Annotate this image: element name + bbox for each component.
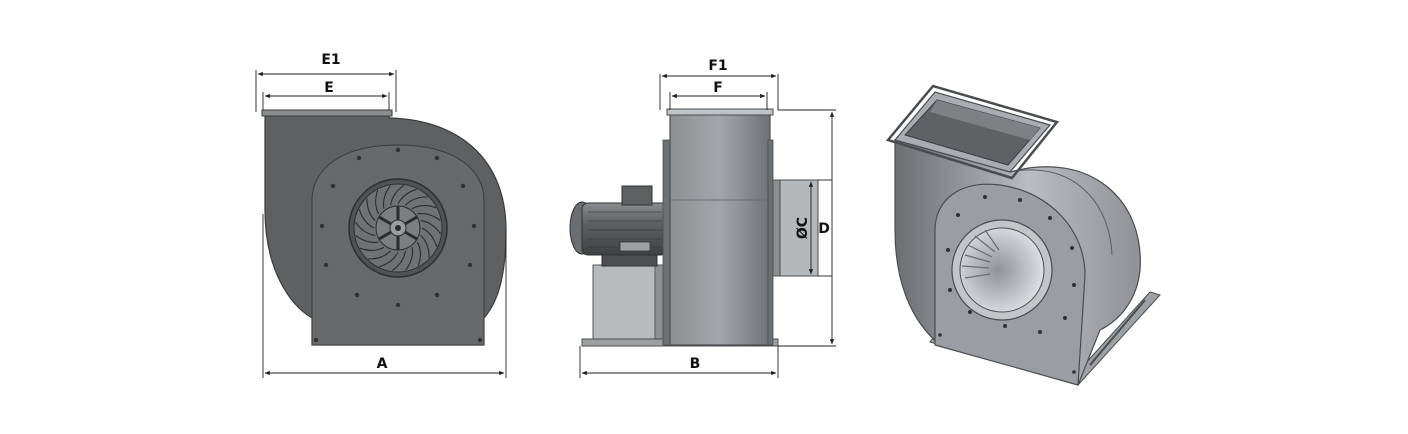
- impeller-blade: [375, 189, 380, 215]
- impeller-blade: [354, 221, 376, 236]
- dim-label-a: A: [377, 356, 388, 372]
- impeller-blade: [405, 196, 428, 206]
- impeller-blade: [358, 209, 375, 229]
- dim-label-oc: ØC: [795, 217, 811, 239]
- impeller-blade: [383, 185, 391, 209]
- impeller-blade: [355, 235, 379, 243]
- dim-label-e: E: [324, 80, 334, 96]
- impeller-blade: [421, 227, 438, 247]
- front-bolt-holes: [314, 147, 482, 342]
- dim-label-b: B: [690, 356, 701, 372]
- impeller-blade: [391, 250, 406, 272]
- impeller-blade: [366, 198, 376, 221]
- impeller-blade: [379, 251, 399, 268]
- side-motor-feet: [601, 254, 658, 267]
- side-view: F1 F B ØC D: [569, 58, 836, 378]
- impeller-blade: [359, 246, 385, 251]
- impeller-blade: [368, 250, 391, 260]
- impeller-blade: [417, 213, 441, 221]
- isometric-view: [885, 84, 1161, 386]
- impeller-blade: [411, 205, 437, 210]
- front-view: E1 E A: [255, 52, 507, 378]
- dim-label-f1: F1: [708, 58, 727, 74]
- impeller-blade: [420, 235, 430, 258]
- dim-label-d: D: [818, 221, 830, 237]
- impeller-blade: [420, 220, 442, 235]
- impeller-blade: [416, 241, 421, 267]
- dim-label-f: F: [713, 80, 723, 96]
- front-outlet-flange: [261, 109, 393, 117]
- front-impeller: [354, 184, 442, 272]
- impeller-blade: [397, 188, 417, 205]
- side-outlet-flange: [666, 108, 774, 116]
- impeller-blade: [405, 247, 413, 271]
- iso-bolt-holes: [938, 195, 1076, 374]
- iso-outlet-flange: [885, 84, 1060, 180]
- impeller-blade: [390, 184, 405, 206]
- dim-label-e1: E1: [321, 52, 340, 68]
- side-motor-pedestal: [592, 264, 660, 344]
- side-housing: [669, 111, 771, 346]
- side-terminal-box: [621, 185, 653, 206]
- iso-impeller-blades: [961, 229, 1000, 279]
